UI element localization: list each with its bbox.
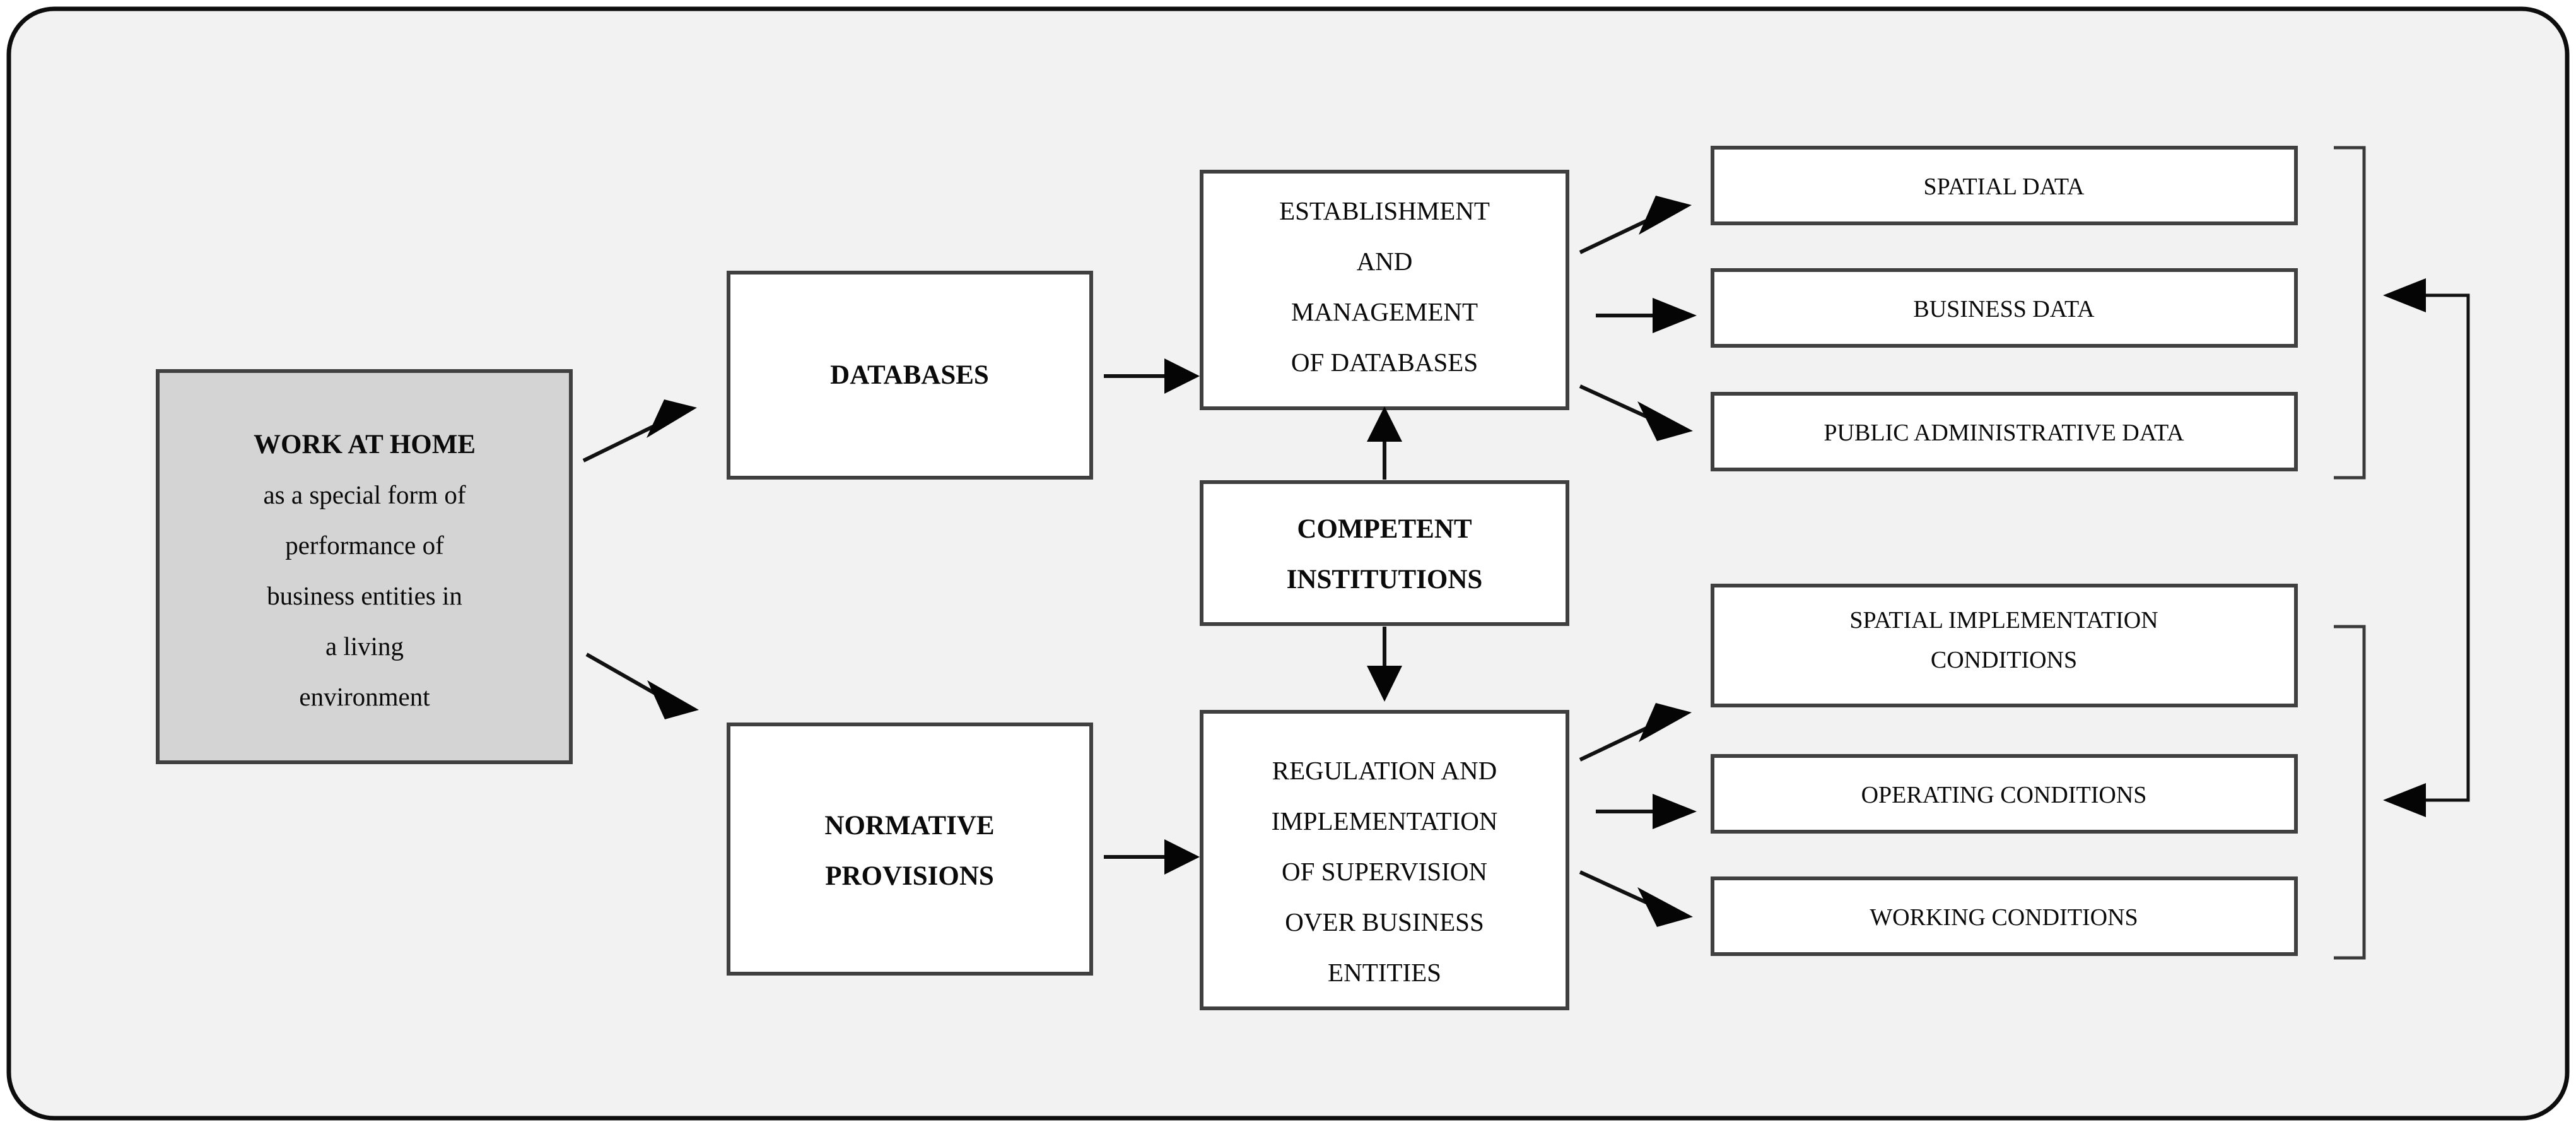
arrow-head-icon <box>1639 703 1692 742</box>
node-spatial-data[interactable]: SPATIAL DATA <box>1711 146 2298 225</box>
arrow-work-to-normative <box>585 652 699 719</box>
arrow-head-icon <box>1164 358 1200 394</box>
regulation-line-2: IMPLEMENTATION <box>1272 806 1498 835</box>
arrow-databases-to-establishment <box>1104 358 1200 394</box>
arrow-head-icon <box>647 680 699 719</box>
bracket-bottom-group <box>2334 625 2366 960</box>
node-business-data[interactable]: BUSINESS DATA <box>1711 268 2298 348</box>
competent-institutions-line-1: COMPETENT <box>1297 514 1472 544</box>
work-at-home-title: WORK AT HOME <box>254 430 476 459</box>
work-at-home-line-1: as a special form of <box>263 480 465 509</box>
arrow-regulation-to-spatial-conditions <box>1579 703 1692 762</box>
node-spatial-implementation-conditions[interactable]: SPATIAL IMPLEMENTATION CONDITIONS <box>1711 584 2298 707</box>
arrow-head-icon <box>1164 839 1200 875</box>
spatial-implementation-conditions-box <box>1711 584 2298 707</box>
arrow-head-icon <box>1639 196 1692 235</box>
public-administrative-data-box <box>1711 392 2298 471</box>
databases-box <box>727 271 1093 480</box>
feedback-loop-connector <box>2383 278 2470 817</box>
node-competent-institutions[interactable]: COMPETENT INSTITUTIONS <box>1200 480 1569 626</box>
arrow-regulation-to-operating-conditions <box>1596 794 1697 829</box>
normative-provisions-box <box>727 723 1093 976</box>
regulation-line-5: ENTITIES <box>1328 958 1441 987</box>
normative-provisions-line-2: PROVISIONS <box>825 861 994 891</box>
spatial-data-label: SPATIAL DATA <box>1924 174 2085 200</box>
node-working-conditions[interactable]: WORKING CONDITIONS <box>1711 876 2298 956</box>
node-operating-conditions[interactable]: OPERATING CONDITIONS <box>1711 754 2298 834</box>
arrow-head-icon <box>2383 783 2426 817</box>
arrow-head-icon <box>1637 887 1693 927</box>
arrow-establishment-to-spatial-data <box>1579 196 1692 254</box>
establishment-line-3: MANAGEMENT <box>1291 297 1478 326</box>
work-at-home-line-2: performance of <box>285 531 444 560</box>
regulation-supervision-box <box>1200 710 1569 1010</box>
node-regulation-supervision[interactable]: REGULATION AND IMPLEMENTATION OF SUPERVI… <box>1200 710 1569 1010</box>
work-at-home-line-4: a living <box>325 632 404 661</box>
spatial-data-box <box>1711 146 2298 225</box>
node-public-administrative-data[interactable]: PUBLIC ADMINISTRATIVE DATA <box>1711 392 2298 471</box>
databases-label: DATABASES <box>830 360 989 390</box>
work-at-home-line-5: environment <box>299 682 430 711</box>
arrow-head-icon <box>1637 401 1693 441</box>
arrow-head-icon <box>1367 406 1402 442</box>
work-at-home-line-3: business entities in <box>267 581 462 610</box>
node-databases[interactable]: DATABASES <box>727 271 1093 480</box>
arrow-competent-to-establishment <box>1367 406 1402 480</box>
arrow-head-icon <box>1367 666 1402 702</box>
work-at-home-box <box>156 369 573 764</box>
bracket-top-group <box>2334 146 2366 480</box>
node-normative-provisions[interactable]: NORMATIVE PROVISIONS <box>727 723 1093 976</box>
regulation-line-4: OVER BUSINESS <box>1285 907 1484 936</box>
arrow-head-icon <box>1653 298 1697 333</box>
establishment-line-4: OF DATABASES <box>1291 348 1478 377</box>
competent-institutions-line-2: INSTITUTIONS <box>1287 565 1483 594</box>
working-conditions-box <box>1711 876 2298 956</box>
establishment-line-2: AND <box>1357 247 1413 276</box>
business-data-box <box>1711 268 2298 348</box>
spatial-implementation-line-2: CONDITIONS <box>1931 647 2077 673</box>
business-data-label: BUSINESS DATA <box>1913 296 2095 322</box>
arrow-head-icon <box>2383 278 2426 312</box>
arrow-head-icon <box>1653 794 1697 829</box>
public-administrative-data-label: PUBLIC ADMINISTRATIVE DATA <box>1824 420 2184 446</box>
arrow-head-icon <box>647 399 697 438</box>
regulation-line-3: OF SUPERVISION <box>1282 857 1487 886</box>
arrow-establishment-to-business-data <box>1596 298 1697 333</box>
competent-institutions-box <box>1200 480 1569 626</box>
working-conditions-label: WORKING CONDITIONS <box>1870 904 2138 931</box>
operating-conditions-label: OPERATING CONDITIONS <box>1861 782 2147 808</box>
arrow-work-to-databases <box>582 399 697 463</box>
arrow-regulation-to-working-conditions <box>1579 870 1693 927</box>
operating-conditions-box <box>1711 754 2298 834</box>
node-establishment-management[interactable]: ESTABLISHMENT AND MANAGEMENT OF DATABASE… <box>1200 170 1569 410</box>
node-work-at-home[interactable]: WORK AT HOME as a special form of perfor… <box>156 369 573 764</box>
regulation-line-1: REGULATION AND <box>1272 756 1497 785</box>
spatial-implementation-line-1: SPATIAL IMPLEMENTATION <box>1849 607 2158 634</box>
normative-provisions-line-1: NORMATIVE <box>824 811 994 841</box>
establishment-line-1: ESTABLISHMENT <box>1279 196 1490 225</box>
arrow-normative-to-regulation <box>1104 839 1200 875</box>
arrow-establishment-to-public-data <box>1579 384 1693 441</box>
arrow-competent-to-regulation <box>1367 627 1402 702</box>
